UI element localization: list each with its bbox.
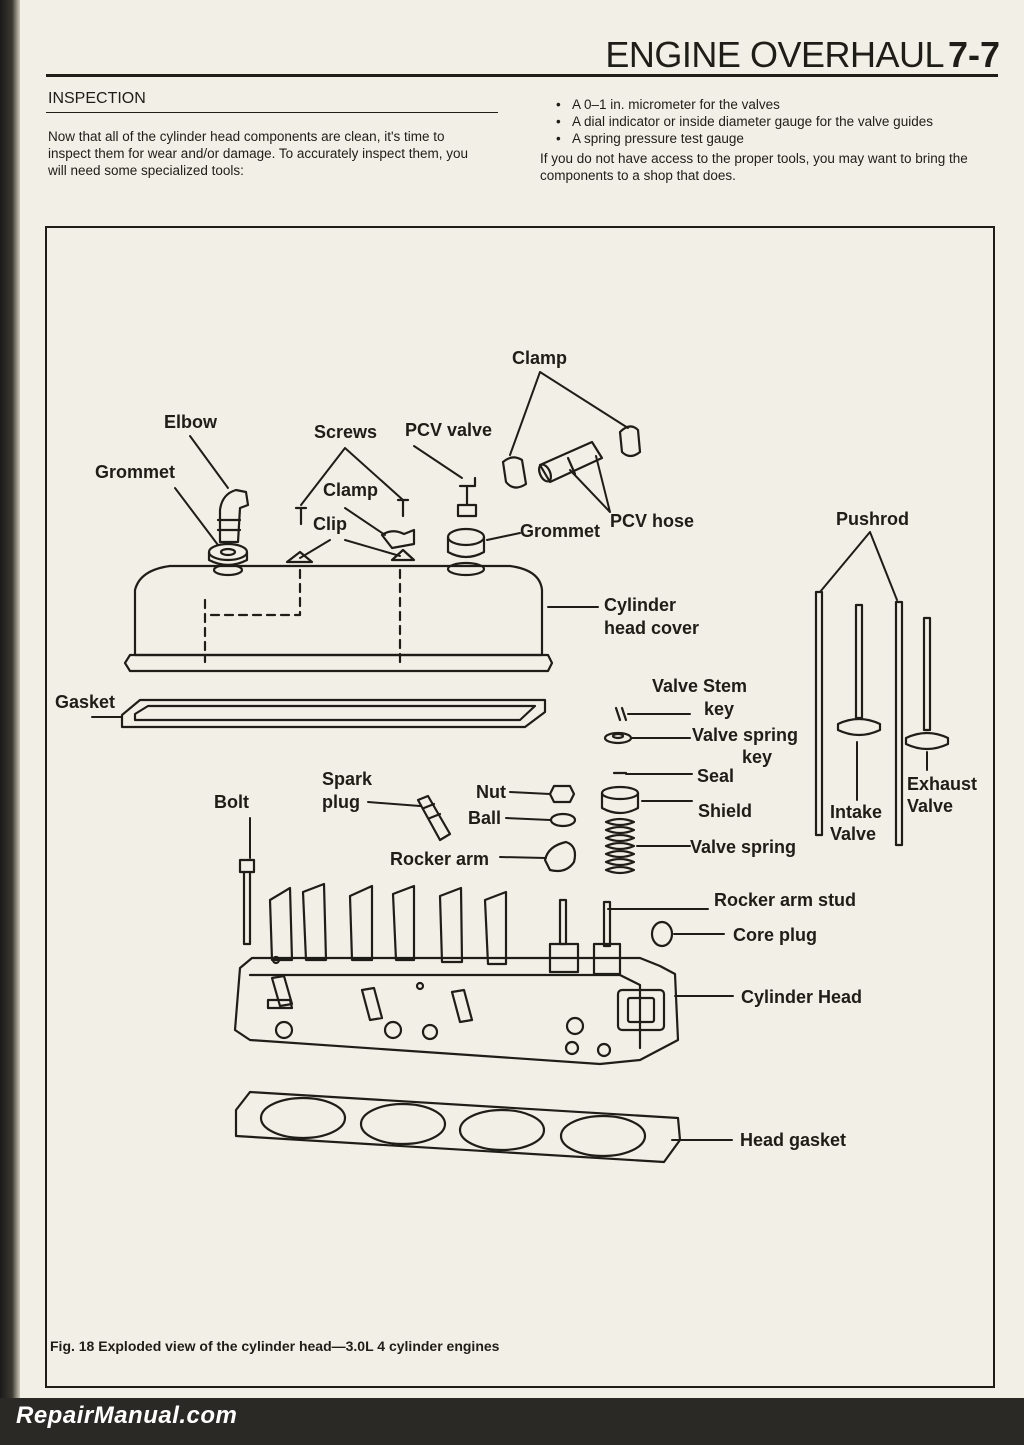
gasket-shape	[120, 698, 547, 729]
label-valve-spring-key-line2: key	[742, 747, 772, 767]
label-pcv-hose: PCV hose	[610, 511, 694, 531]
bottom-band	[0, 1398, 1024, 1445]
section-rule	[46, 112, 498, 113]
figure-number: Fig. 18	[50, 1338, 95, 1354]
label-nut: Nut	[476, 782, 506, 802]
tools-list: A 0–1 in. micrometer for the valves A di…	[556, 96, 933, 147]
figure-caption-text: Exploded view of the cylinder head—3.0L …	[98, 1338, 500, 1354]
watermark: RepairManual.com	[16, 1402, 238, 1429]
figure-frame	[45, 226, 995, 1388]
figure-caption: Fig. 18 Exploded view of the cylinder he…	[50, 1338, 499, 1354]
book-spine-shadow	[0, 0, 20, 1445]
tools-list-item: A dial indicator or inside diameter gaug…	[572, 113, 933, 130]
intake-valve-shape	[836, 603, 882, 737]
label-cylinder-head-cover-line2: head cover	[604, 618, 699, 638]
cylinder-head-shape	[233, 882, 680, 1066]
exhaust-valve-shape	[904, 616, 950, 751]
label-rocker-arm: Rocker arm	[390, 849, 489, 869]
grommet-right-shape	[446, 527, 486, 559]
label-seal: Seal	[697, 766, 734, 786]
clamp-top-shapes	[501, 425, 642, 489]
section-title: INSPECTION	[48, 90, 146, 107]
label-ball: Ball	[468, 808, 501, 828]
valve-spring-key-shape	[603, 731, 633, 745]
bolt-shape	[238, 858, 256, 946]
head-gasket-shape	[234, 1090, 682, 1164]
nut-shape	[548, 784, 576, 804]
intro-paragraph: Now that all of the cylinder head compon…	[48, 129, 468, 178]
label-exhaust-valve-line2: Valve	[907, 796, 953, 816]
elbow-shape	[216, 488, 250, 544]
label-valve-stem-key-line1: Valve Stem	[652, 676, 747, 696]
shield-shape	[600, 785, 640, 815]
label-cylinder-head: Cylinder Head	[741, 987, 862, 1007]
ball-shape	[549, 812, 577, 828]
label-head-gasket: Head gasket	[740, 1130, 846, 1150]
valve-stem-key-shape	[614, 706, 628, 722]
header-rule	[46, 74, 998, 77]
label-bolt: Bolt	[214, 792, 249, 812]
grommet-left-shape	[207, 542, 249, 567]
label-pushrod: Pushrod	[836, 509, 909, 529]
page-header-title: ENGINE OVERHAUL	[605, 34, 944, 75]
label-exhaust-valve-line1: Exhaust	[907, 774, 977, 794]
clips-shape	[285, 548, 416, 564]
label-shield: Shield	[698, 801, 752, 821]
tools-note: If you do not have access to the proper …	[540, 151, 968, 183]
leader-lines	[91, 371, 928, 1141]
tools-list-item: A spring pressure test gauge	[572, 130, 933, 147]
core-plug-shape	[650, 920, 674, 948]
spark-plug-shape	[416, 794, 452, 842]
label-core-plug: Core plug	[733, 925, 817, 945]
label-elbow: Elbow	[164, 412, 218, 432]
label-screws: Screws	[314, 422, 377, 442]
label-clip: Clip	[313, 514, 347, 534]
label-intake-valve-line2: Valve	[830, 824, 876, 844]
label-clamp-top: Clamp	[512, 348, 567, 368]
pcv-valve-shape	[456, 476, 478, 518]
label-clamp-mid: Clamp	[323, 480, 378, 500]
pcv-hose-shape	[537, 440, 604, 484]
label-grommet-right: Grommet	[520, 521, 600, 541]
label-gasket: Gasket	[55, 692, 115, 712]
label-valve-spring: Valve spring	[690, 837, 796, 857]
label-grommet-left: Grommet	[95, 462, 175, 482]
tools-list-item: A 0–1 in. micrometer for the valves	[572, 96, 933, 113]
label-valve-stem-key-line2: key	[704, 699, 734, 719]
clamp-mid-shape	[380, 528, 416, 550]
label-valve-spring-key-line1: Valve spring	[692, 725, 798, 745]
page-number: 7-7	[947, 34, 1000, 75]
label-spark-plug-line2: plug	[322, 792, 360, 812]
cylinder-head-cover-shape	[123, 561, 554, 673]
label-rocker-arm-stud: Rocker arm stud	[714, 890, 856, 910]
label-intake-valve-line1: Intake	[830, 802, 882, 822]
label-pcv-valve: PCV valve	[405, 420, 492, 440]
valve-spring-shape	[604, 817, 636, 875]
label-spark-plug-line1: Spark	[322, 769, 373, 789]
label-cylinder-head-cover-line1: Cylinder	[604, 595, 676, 615]
rocker-arm-shape	[543, 840, 577, 873]
